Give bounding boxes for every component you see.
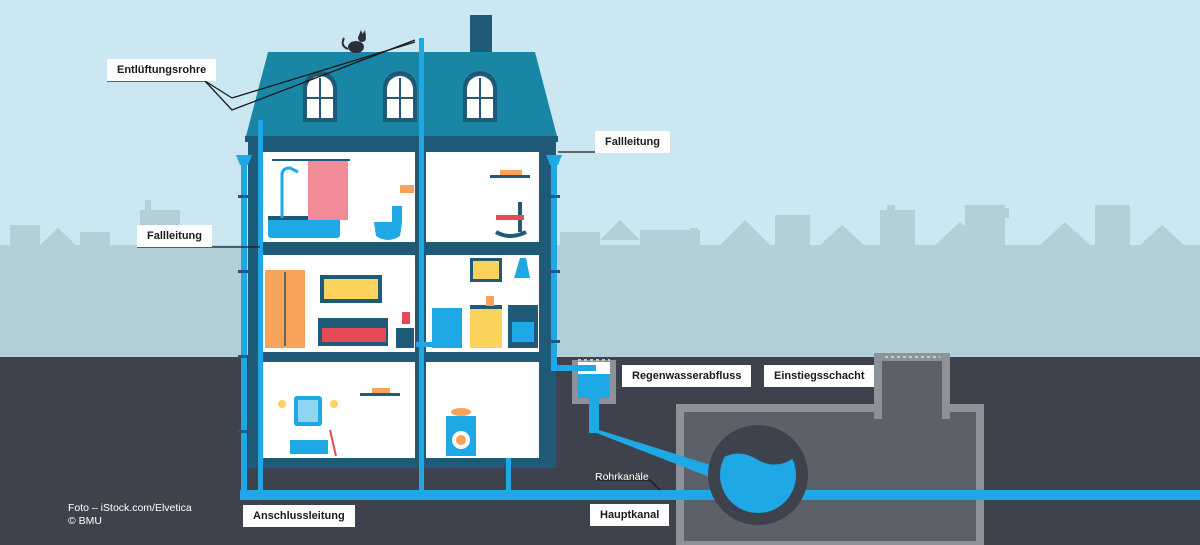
room-hallway [262,362,415,458]
washing-machine [446,408,476,456]
vent-pipes [258,38,511,500]
rain-drain-pipe [589,398,720,478]
room-laundry [426,362,539,458]
bathroom-furniture [268,159,414,240]
room-living [426,152,539,242]
label-downpipe-left: Fallleitung [137,225,212,247]
main-sewer-canal [708,425,808,525]
label-vent-pipes: Entlüftungsrohre [107,59,217,81]
label-downpipe-right: Fallleitung [595,131,670,153]
photo-credit: Foto – iStock.com/Elvetica © BMU [68,502,192,528]
credit-line-1: Foto – iStock.com/Elvetica [68,502,192,514]
hallway-furniture [278,388,400,457]
cat [341,30,366,53]
label-connection-pipe: Anschlussleitung [243,505,355,527]
roof [245,15,558,142]
downpipes [236,155,596,500]
label-manhole: Einstiegsschacht [764,365,875,387]
bedroom-furniture [265,270,414,348]
kitchen-furniture [432,258,538,348]
label-rainwater-drain: Regenwasserabfluss [622,365,752,387]
credit-line-2: © BMU [68,515,102,527]
rocking-chair [490,170,530,238]
label-main-sewer: Hauptkanal [590,504,670,526]
label-pipe-channels: Rohrkanäle [595,471,649,483]
chimney [470,15,492,53]
pipe-brackets [238,195,560,433]
